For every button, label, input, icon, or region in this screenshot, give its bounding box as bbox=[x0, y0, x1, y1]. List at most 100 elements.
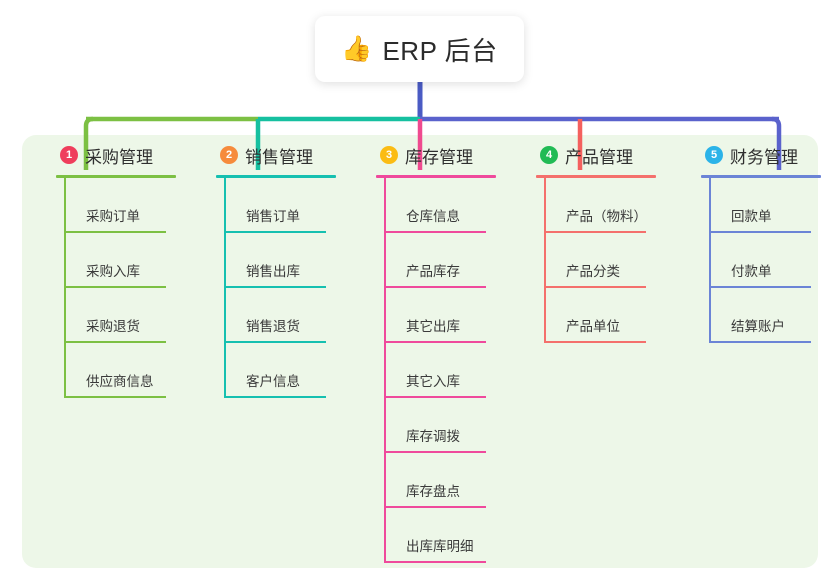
column-header-rule bbox=[536, 175, 656, 178]
menu-item-rule bbox=[64, 396, 166, 398]
menu-item-rule bbox=[224, 231, 326, 233]
menu-item-rule bbox=[64, 286, 166, 288]
menu-item[interactable]: 出库库明细 bbox=[384, 508, 522, 563]
menu-item-label: 客户信息 bbox=[246, 374, 300, 389]
column-number-badge: 3 bbox=[380, 146, 398, 164]
menu-item-rule bbox=[544, 286, 646, 288]
menu-item-label: 产品单位 bbox=[566, 319, 620, 334]
column-header-rule bbox=[216, 175, 336, 178]
menu-item-label: 其它出库 bbox=[406, 319, 460, 334]
menu-item[interactable]: 产品单位 bbox=[544, 288, 682, 343]
menu-item-label: 销售出库 bbox=[246, 264, 300, 279]
column-spine bbox=[709, 178, 711, 343]
menu-item-rule bbox=[64, 341, 166, 343]
column-header-3[interactable]: 3 库存管理 bbox=[362, 135, 522, 175]
menu-item-rule bbox=[709, 286, 811, 288]
column-header-1[interactable]: 1 采购管理 bbox=[42, 135, 202, 175]
column-采购管理: 1 采购管理采购订单采购入库采购退货供应商信息 bbox=[42, 135, 202, 398]
menu-item-rule bbox=[544, 231, 646, 233]
menu-item-label: 采购入库 bbox=[86, 264, 140, 279]
menu-item-rule bbox=[384, 506, 486, 508]
menu-item[interactable]: 供应商信息 bbox=[64, 343, 202, 398]
menu-item-rule bbox=[224, 286, 326, 288]
connector-drop-1 bbox=[83, 116, 94, 170]
column-number-badge: 5 bbox=[705, 146, 723, 164]
menu-item-rule bbox=[384, 231, 486, 233]
menu-item[interactable]: 库存盘点 bbox=[384, 453, 522, 508]
menu-item[interactable]: 其它入库 bbox=[384, 343, 522, 398]
menu-item-label: 供应商信息 bbox=[86, 374, 154, 389]
menu-item-rule bbox=[709, 341, 811, 343]
column-title: 采购管理 bbox=[85, 147, 153, 167]
column-title: 财务管理 bbox=[730, 147, 798, 167]
menu-item-label: 付款单 bbox=[731, 264, 772, 279]
column-number-badge: 2 bbox=[220, 146, 238, 164]
menu-item-rule bbox=[384, 561, 486, 563]
column-title: 产品管理 bbox=[565, 147, 633, 167]
menu-item-label: 销售退货 bbox=[246, 319, 300, 334]
column-header-rule bbox=[56, 175, 176, 178]
menu-item-rule bbox=[224, 341, 326, 343]
menu-item-label: 产品分类 bbox=[566, 264, 620, 279]
menu-item-label: 其它入库 bbox=[406, 374, 460, 389]
column-财务管理: 5 财务管理回款单付款单结算账户 bbox=[687, 135, 839, 343]
menu-item-label: 库存调拨 bbox=[406, 429, 460, 444]
menu-item[interactable]: 产品分类 bbox=[544, 233, 682, 288]
column-item-list: 产品（物料） 产品分类产品单位 bbox=[544, 178, 682, 343]
menu-item[interactable]: 产品库存 bbox=[384, 233, 522, 288]
column-item-list: 仓库信息产品库存其它出库其它入库库存调拨库存盘点出库库明细 bbox=[384, 178, 522, 563]
menu-item-label: 采购退货 bbox=[86, 319, 140, 334]
column-header-rule bbox=[376, 175, 496, 178]
menu-item[interactable]: 采购退货 bbox=[64, 288, 202, 343]
menu-item-rule bbox=[384, 451, 486, 453]
column-header-rule bbox=[701, 175, 821, 178]
column-spine bbox=[224, 178, 226, 398]
column-item-list: 采购订单采购入库采购退货供应商信息 bbox=[64, 178, 202, 398]
menu-item-rule bbox=[224, 396, 326, 398]
column-spine bbox=[64, 178, 66, 398]
menu-item-label: 回款单 bbox=[731, 209, 772, 224]
menu-item-label: 仓库信息 bbox=[406, 209, 460, 224]
column-header-5[interactable]: 5 财务管理 bbox=[687, 135, 839, 175]
menu-item[interactable]: 销售订单 bbox=[224, 178, 362, 233]
menu-item[interactable]: 库存调拨 bbox=[384, 398, 522, 453]
column-item-list: 回款单付款单结算账户 bbox=[709, 178, 839, 343]
menu-item-rule bbox=[544, 341, 646, 343]
menu-item-rule bbox=[64, 231, 166, 233]
menu-item[interactable]: 付款单 bbox=[709, 233, 839, 288]
menu-item-label: 产品（物料） bbox=[566, 209, 647, 224]
menu-item-rule bbox=[384, 286, 486, 288]
diagram-panel bbox=[22, 135, 818, 568]
column-库存管理: 3 库存管理仓库信息产品库存其它出库其它入库库存调拨库存盘点出库库明细 bbox=[362, 135, 522, 563]
menu-item-label: 采购订单 bbox=[86, 209, 140, 224]
menu-item-label: 结算账户 bbox=[731, 319, 785, 334]
column-spine bbox=[384, 178, 386, 563]
menu-item[interactable]: 采购订单 bbox=[64, 178, 202, 233]
menu-item[interactable]: 销售出库 bbox=[224, 233, 362, 288]
menu-item[interactable]: 其它出库 bbox=[384, 288, 522, 343]
column-title: 库存管理 bbox=[405, 147, 473, 167]
thumbs-up-icon: 👍 bbox=[341, 34, 373, 63]
menu-item[interactable]: 采购入库 bbox=[64, 233, 202, 288]
menu-item-label: 库存盘点 bbox=[406, 484, 460, 499]
column-item-list: 销售订单销售出库销售退货客户信息 bbox=[224, 178, 362, 398]
root-title-card[interactable]: 👍 ERP 后台 bbox=[315, 16, 524, 82]
page-title: ERP 后台 bbox=[382, 35, 498, 66]
menu-item-rule bbox=[384, 396, 486, 398]
menu-item-rule bbox=[384, 341, 486, 343]
menu-item[interactable]: 产品（物料） bbox=[544, 178, 682, 233]
column-number-badge: 1 bbox=[60, 146, 78, 164]
menu-item[interactable]: 客户信息 bbox=[224, 343, 362, 398]
menu-item[interactable]: 回款单 bbox=[709, 178, 839, 233]
menu-item[interactable]: 销售退货 bbox=[224, 288, 362, 343]
connector-drop-5 bbox=[771, 116, 782, 170]
menu-item[interactable]: 仓库信息 bbox=[384, 178, 522, 233]
menu-item[interactable]: 结算账户 bbox=[709, 288, 839, 343]
menu-item-label: 产品库存 bbox=[406, 264, 460, 279]
